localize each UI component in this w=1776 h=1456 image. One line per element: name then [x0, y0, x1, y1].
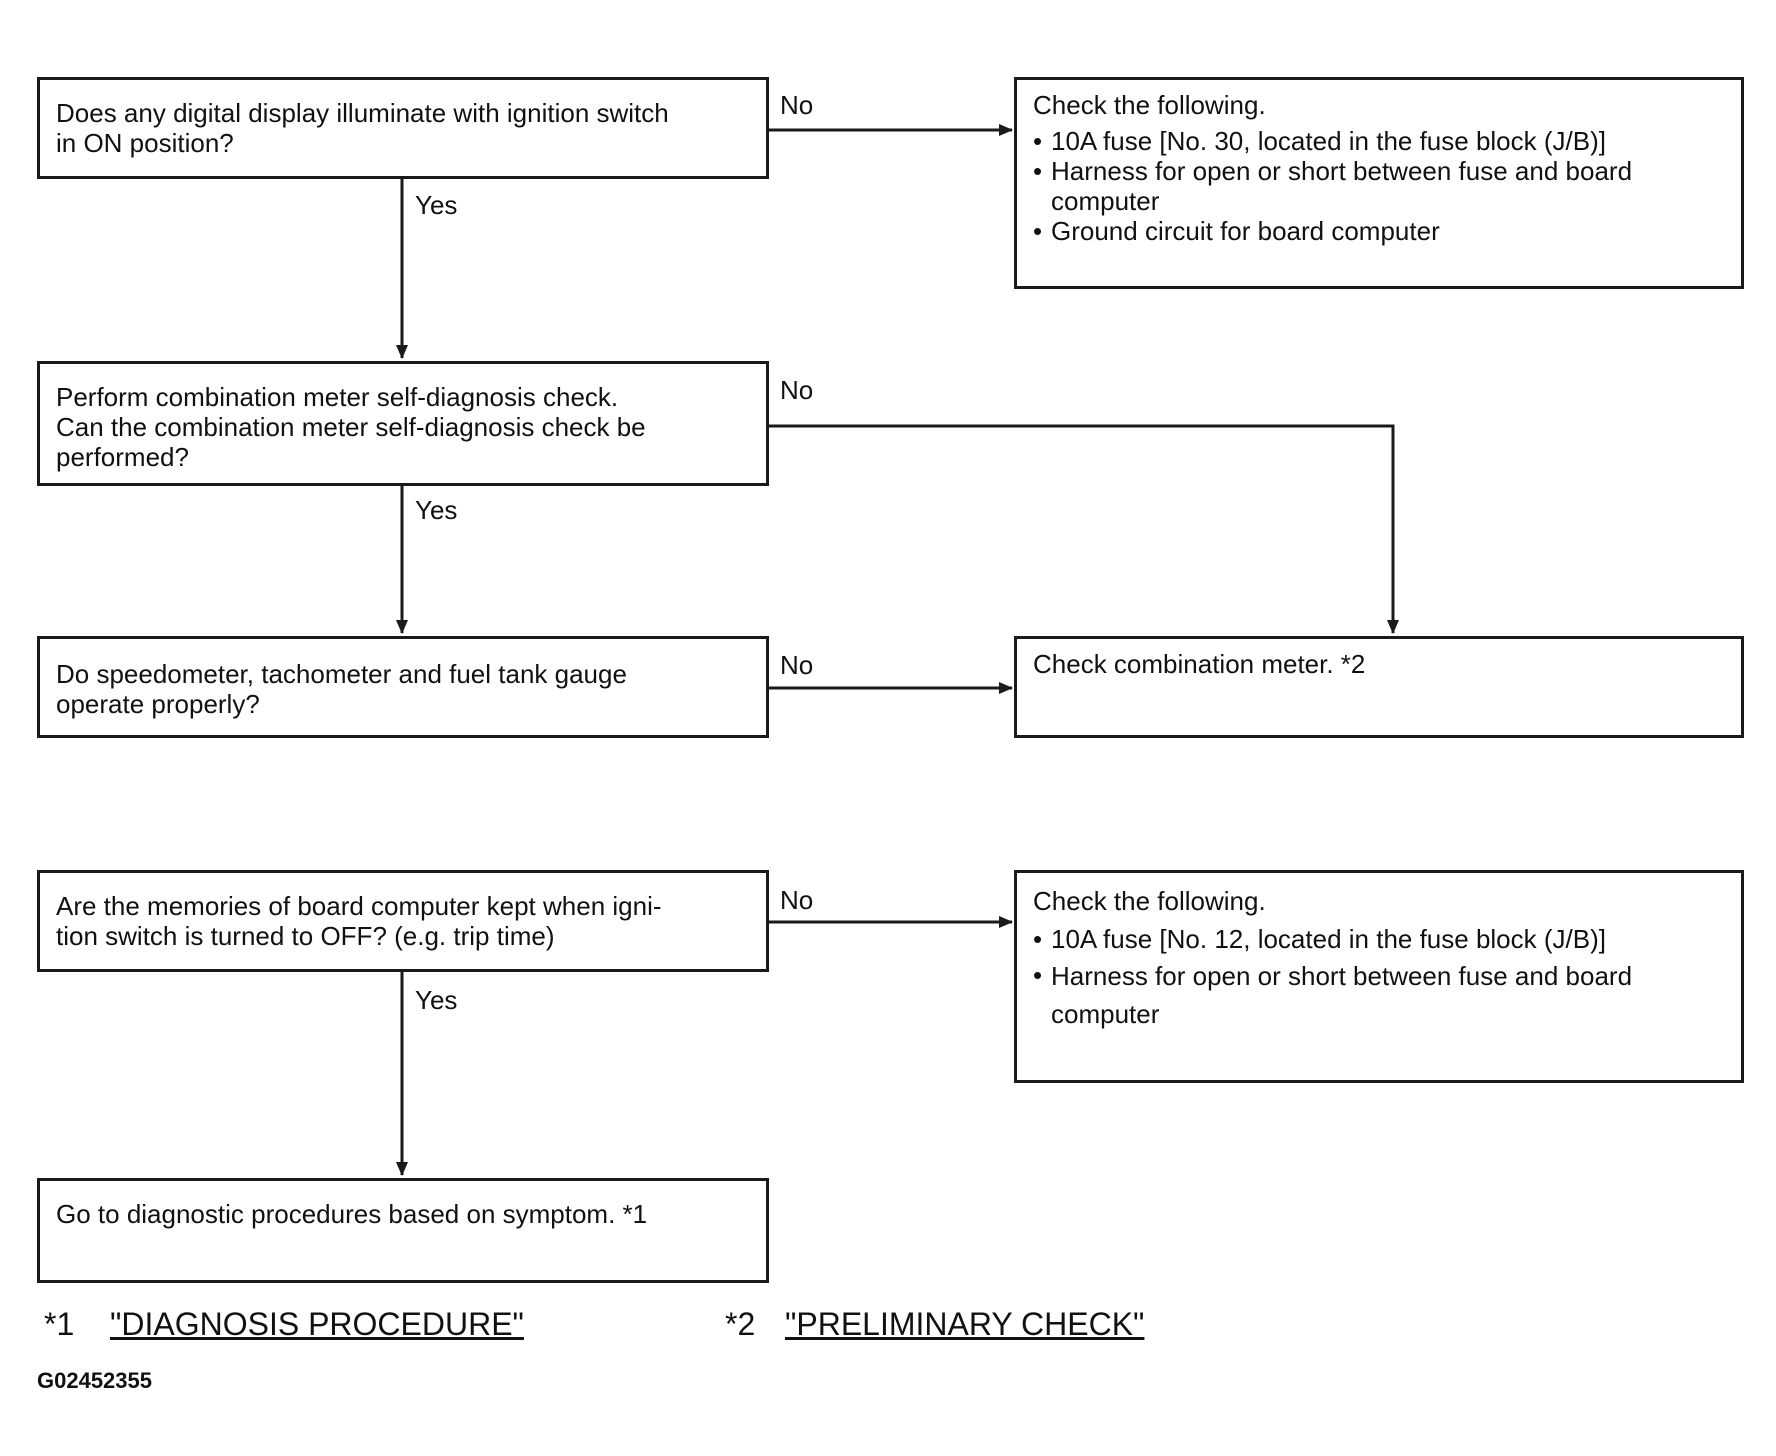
figure-id: G02452355	[37, 1368, 152, 1393]
question-display-illuminates: Does any digital display illuminate with…	[37, 77, 769, 179]
footnote-2-link[interactable]: "PRELIMINARY CHECK"	[785, 1306, 1145, 1342]
action-text: Go to diagnostic procedures based on sym…	[56, 1199, 648, 1229]
yes-label: Yes	[415, 190, 458, 220]
check-combination-meter-text: Check combination meter. *2	[1033, 649, 1366, 679]
check-heading: Check the following.	[1033, 886, 1266, 916]
check-fuse-12-box: Check the following. •10A fuse [No. 12, …	[1014, 870, 1744, 1083]
question-self-diagnosis: Perform combination meter self-diagnosis…	[37, 361, 769, 486]
check-item: •10A fuse [No. 30, located in the fuse b…	[1033, 126, 1606, 156]
check-combination-meter-box: Check combination meter. *2	[1014, 636, 1744, 738]
question-text: Are the memories of board computer kept …	[56, 891, 662, 951]
action-diagnostic-procedures: Go to diagnostic procedures based on sym…	[37, 1178, 769, 1283]
check-item: •Harness for open or short between fuse …	[1033, 960, 1633, 1029]
no-label: No	[780, 375, 814, 405]
question-memories-kept: Are the memories of board computer kept …	[37, 870, 769, 972]
arrow-q2-no	[768, 424, 1399, 634]
footnote-1-mark: *1	[44, 1306, 75, 1342]
footnote-1-link[interactable]: "DIAGNOSIS PROCEDURE"	[110, 1306, 524, 1342]
check-heading: Check the following.	[1033, 90, 1266, 120]
check-fuse-30-box: Check the following. •10A fuse [No. 30, …	[1014, 77, 1744, 289]
no-label: No	[780, 885, 814, 915]
footnote-2-mark: *2	[725, 1306, 756, 1342]
question-text: Perform combination meter self-diagnosis…	[56, 382, 646, 472]
check-item: •10A fuse [No. 12, located in the fuse b…	[1033, 924, 1606, 954]
yes-label: Yes	[415, 985, 458, 1015]
check-item: •Harness for open or short between fuse …	[1033, 156, 1633, 216]
no-label: No	[780, 650, 814, 680]
question-gauges-operate: Do speedometer, tachometer and fuel tank…	[37, 636, 769, 738]
no-label: No	[780, 90, 814, 120]
yes-label: Yes	[415, 495, 458, 525]
check-item: •Ground circuit for board computer	[1033, 216, 1440, 246]
question-text: Does any digital display illuminate with…	[56, 98, 669, 158]
question-text: Do speedometer, tachometer and fuel tank…	[56, 659, 627, 719]
